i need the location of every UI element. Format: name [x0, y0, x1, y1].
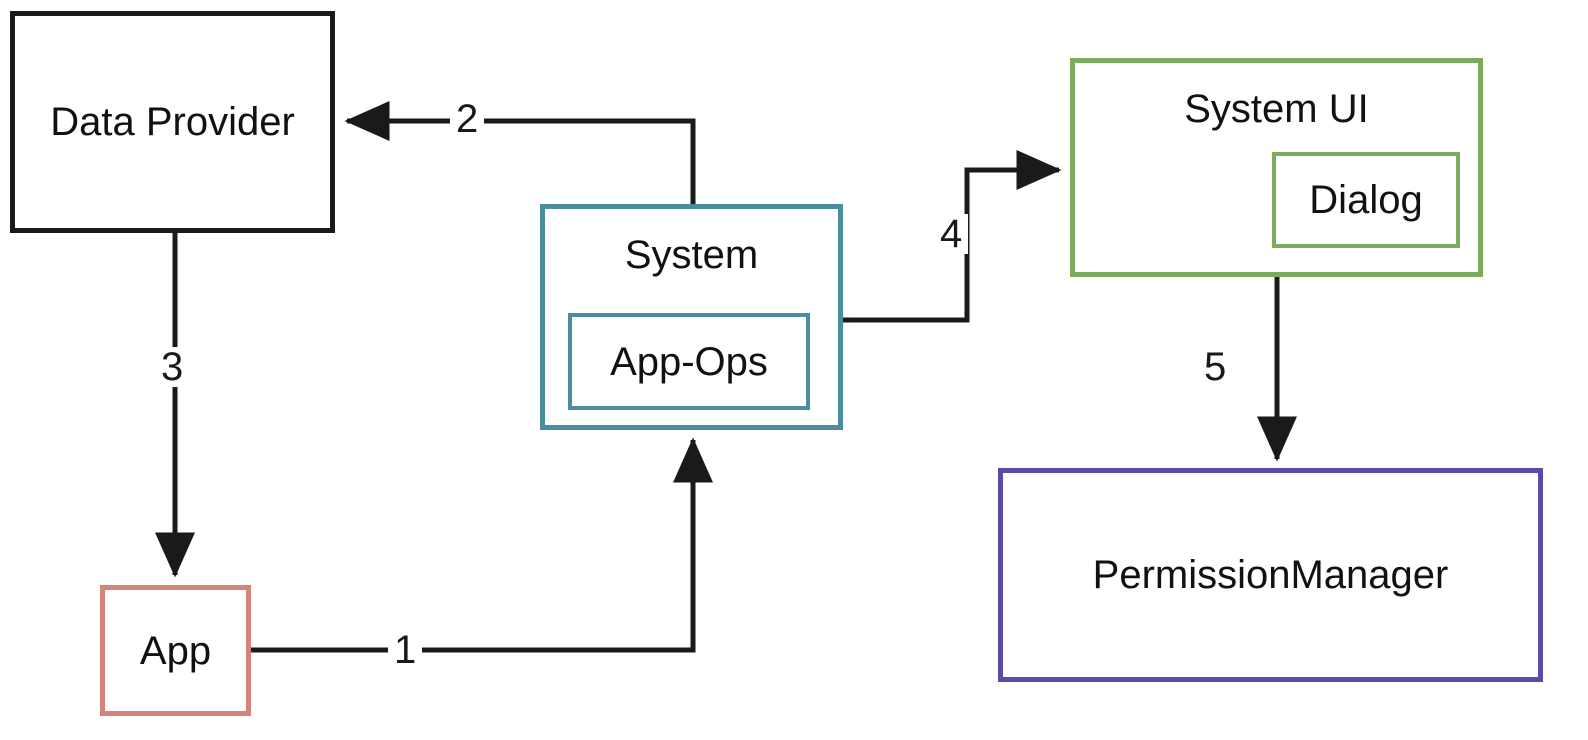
node-data-provider-label: Data Provider: [50, 100, 295, 144]
node-app[interactable]: App: [100, 585, 251, 716]
edge-3-label: 3: [155, 347, 190, 387]
node-app-ops-label: App-Ops: [610, 339, 768, 384]
node-data-provider[interactable]: Data Provider: [10, 11, 335, 233]
node-app-ops[interactable]: App-Ops: [568, 313, 810, 410]
node-permission-manager[interactable]: PermissionManager: [998, 468, 1543, 682]
edge-1-label: 1: [388, 630, 423, 670]
node-permission-manager-label: PermissionManager: [1092, 553, 1449, 597]
edge-2-path: [344, 101, 696, 204]
edge-4-label: 4: [934, 214, 969, 254]
node-dialog[interactable]: Dialog: [1272, 152, 1460, 248]
node-app-label: App: [139, 628, 212, 673]
edge-2-label: 2: [450, 99, 485, 139]
edge-5-label: 5: [1198, 347, 1233, 387]
edge-1-path: [251, 437, 713, 653]
node-system-ui-label: System UI: [1184, 87, 1369, 131]
node-dialog-label: Dialog: [1309, 178, 1423, 222]
node-system-label: System: [624, 233, 759, 277]
